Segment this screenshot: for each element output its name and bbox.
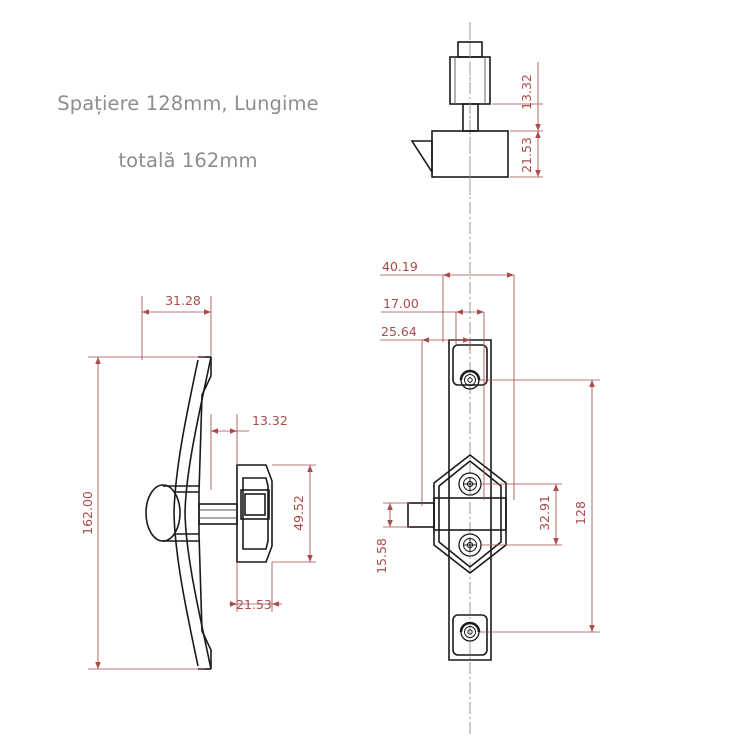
dim-label-front-1700: 17.00 — [383, 296, 419, 311]
side-view-dimensions — [88, 296, 316, 670]
center-rosette-outline — [433, 453, 507, 575]
screw-top-center — [467, 377, 473, 383]
top-view-wedge — [410, 140, 433, 175]
front-view-geometry — [407, 339, 507, 661]
bottom-fixing-pocket — [452, 614, 488, 656]
top-view-geometry — [410, 41, 509, 178]
screw-bottom — [459, 621, 481, 642]
screw-top-slot — [459, 369, 481, 381]
dim-label-front-4019: 40.19 — [382, 259, 418, 274]
center-rosette-inner — [438, 459, 502, 569]
dim-label-side-3128: 31.28 — [165, 293, 201, 308]
left-spigot — [407, 502, 435, 528]
screw-bot-center — [467, 629, 473, 635]
dim-label-side-16200: 162.00 — [80, 491, 95, 535]
handle-spindle — [198, 503, 238, 525]
title-line-1: Spațiere 128mm, Lungime — [57, 92, 319, 116]
screw-top-ring — [464, 374, 476, 386]
rosette-plate-inner — [242, 477, 269, 550]
dim-label-top-1332: 13.32 — [519, 74, 534, 110]
screw-bot-slot — [459, 621, 481, 633]
top-view-dimensions — [492, 62, 543, 178]
front-view-dim-arrows — [387, 272, 595, 632]
top-view-dim-arrows — [535, 124, 541, 177]
side-view-thin-lines — [199, 509, 237, 519]
side-view-geometry — [145, 356, 273, 670]
dim-label-side-4952: 49.52 — [291, 495, 306, 531]
backplate-outline — [448, 339, 492, 661]
handle-boss-oval — [145, 484, 181, 542]
dim-label-front-1558: 15.58 — [374, 538, 389, 574]
dim-label-side-1332: 13.32 — [252, 413, 288, 428]
handle-bow-outer — [184, 356, 212, 670]
dim-label-front-128: 128 — [573, 501, 588, 525]
drawing-title: Spațiere 128mm, Lungime totală 162mm — [28, 62, 348, 203]
dim-label-front-2564: 25.64 — [381, 324, 417, 339]
screw-top — [459, 369, 481, 390]
handle-inner-curve — [173, 359, 199, 667]
spindle-square-hole-inner — [244, 493, 266, 516]
screw-bot-ring — [464, 626, 476, 638]
dim-label-side-2153: 21.53 — [236, 597, 272, 612]
dim-label-front-3291: 32.91 — [537, 495, 552, 531]
spindle-square-hole-outer — [240, 489, 270, 520]
top-view-inner-lines — [454, 57, 486, 104]
dim-label-top-2153: 21.53 — [519, 137, 534, 173]
side-view-dim-arrows — [95, 309, 313, 669]
title-line-2: totală 162mm — [118, 148, 258, 172]
